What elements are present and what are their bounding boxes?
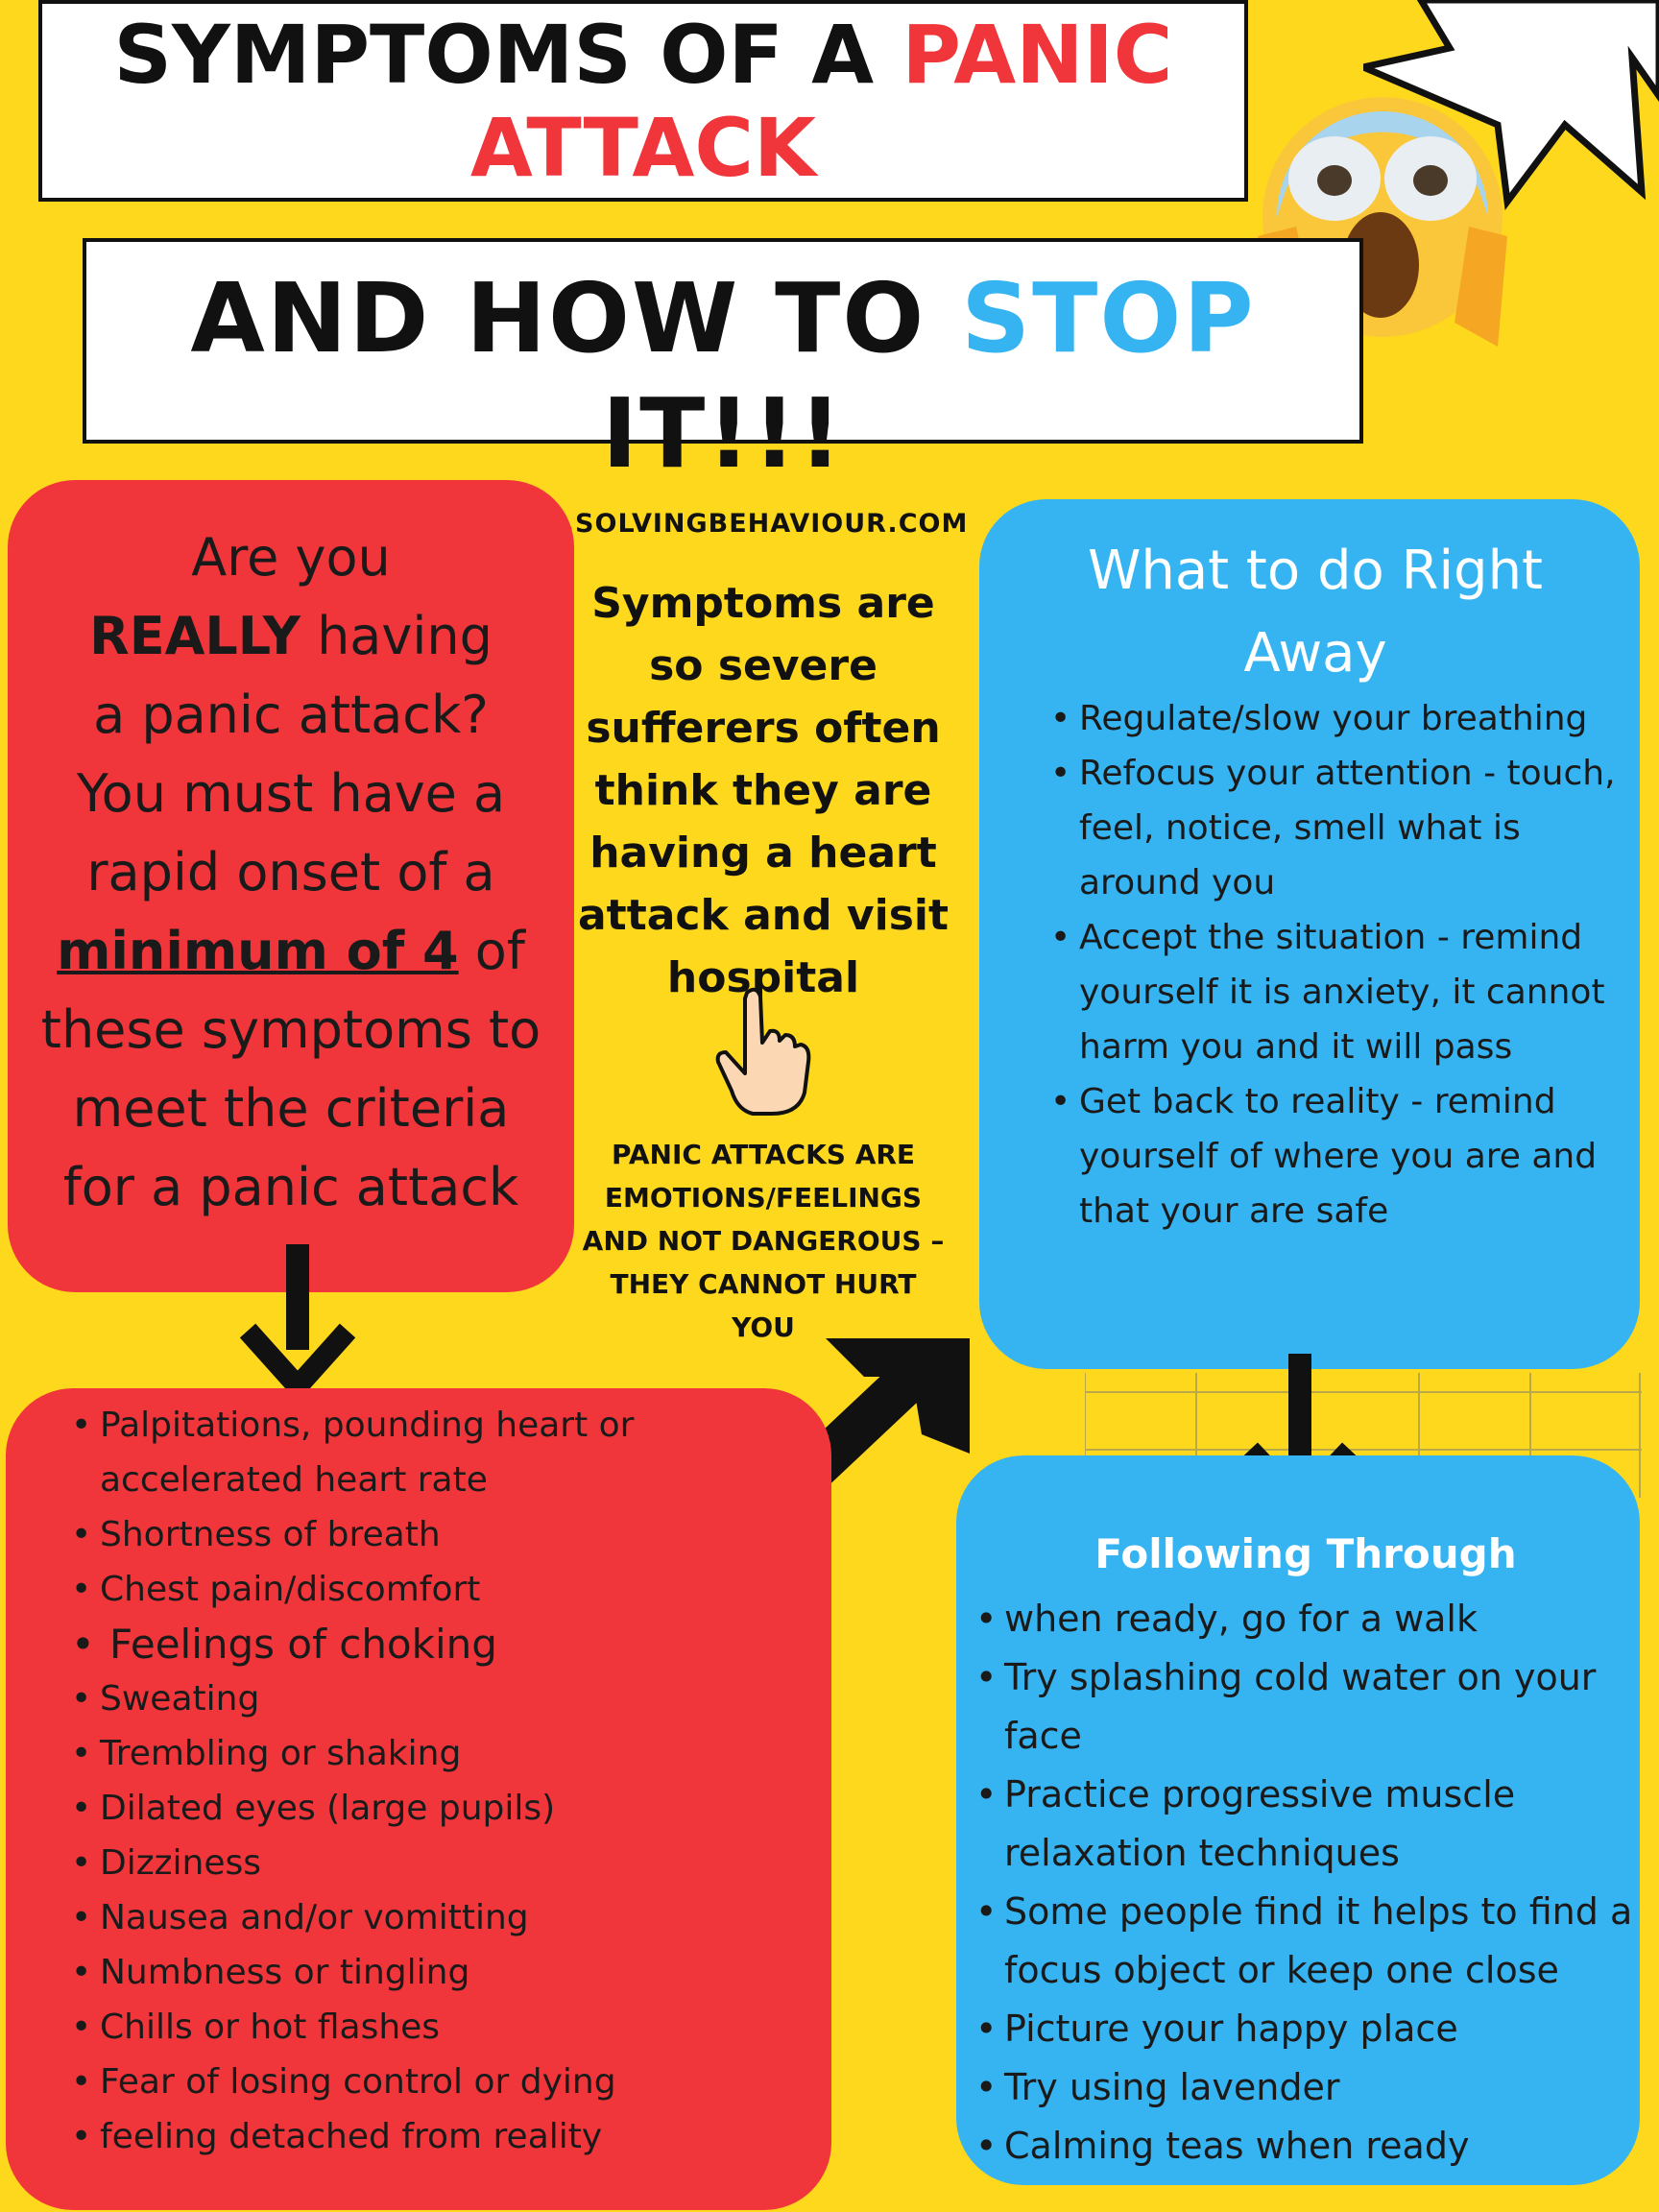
action-title: What to do Right Away bbox=[1087, 540, 1544, 685]
symptom-list: Palpitations, pounding heart or accelera… bbox=[67, 1398, 816, 2164]
criteria-line: REALLY having bbox=[36, 597, 545, 676]
list-item: Sweating bbox=[67, 1671, 816, 1726]
list-item: Fear of losing control or dying bbox=[67, 2055, 816, 2109]
list-item: Dilated eyes (large pupils) bbox=[67, 1781, 816, 1836]
list-item: Nausea and/or vomitting bbox=[67, 1890, 816, 1945]
list-item: Some people find it helps to find a focu… bbox=[972, 1883, 1644, 2000]
list-item: Chills or hot flashes bbox=[67, 2000, 816, 2055]
subtitle-accent: STOP bbox=[961, 262, 1256, 374]
list-item: Dizziness bbox=[67, 1836, 816, 1890]
list-item: feeling detached from reality bbox=[67, 2109, 816, 2164]
criteria-line: minimum of 4 of bbox=[36, 912, 545, 991]
list-item: Regulate/slow your breathing bbox=[1046, 691, 1623, 746]
middle-note: PANIC ATTACKS ARE EMOTIONS/FEELINGS AND … bbox=[582, 1139, 945, 1343]
list-item: when ready, go for a walk bbox=[972, 1590, 1644, 1648]
list-item: Try using lavender bbox=[972, 2058, 1644, 2117]
title-banner: SYMPTOMS OF A PANIC ATTACK bbox=[38, 0, 1248, 202]
list-item: Picture your happy place bbox=[972, 2000, 1644, 2058]
subtitle-banner: AND HOW TO STOP IT!!! WWW.SOLVINGBEHAVIO… bbox=[83, 238, 1363, 539]
criteria-emphasis: REALLY bbox=[89, 606, 301, 666]
title-line-2: ATTACK bbox=[469, 101, 817, 195]
arrow-down-icon bbox=[240, 1244, 355, 1407]
criteria-line: Are you bbox=[191, 527, 391, 588]
list-item: Practice progressive muscle relaxation t… bbox=[972, 1766, 1644, 1883]
list-item: Trembling or shaking bbox=[67, 1726, 816, 1781]
list-item: Numbness or tingling bbox=[67, 1945, 816, 2000]
list-item: Shortness of breath bbox=[67, 1507, 816, 1562]
subtitle-text: AND HOW TO STOP IT!!! bbox=[86, 261, 1359, 492]
subtitle-suffix: IT!!! bbox=[601, 377, 845, 490]
criteria-fragment: having bbox=[300, 606, 493, 666]
title-line-1: SYMPTOMS OF A PANIC bbox=[42, 8, 1244, 102]
criteria-line: for a panic attack bbox=[62, 1157, 519, 1217]
criteria-line: meet the criteria bbox=[72, 1078, 510, 1139]
list-item: Refocus your attention - touch, feel, no… bbox=[1046, 746, 1623, 910]
middle-callout: Symptoms are so severe sufferers often t… bbox=[577, 579, 949, 1002]
list-item: Accept the situation - remind yourself i… bbox=[1046, 910, 1623, 1074]
list-item: Feelings of choking bbox=[67, 1617, 816, 1671]
criteria-line: these symptoms to bbox=[40, 999, 541, 1060]
criteria-underline: minimum of 4 bbox=[57, 921, 459, 981]
criteria-fragment: of bbox=[458, 921, 525, 981]
follow-through-list: when ready, go for a walk Try splashing … bbox=[972, 1590, 1644, 2176]
list-item: Get back to reality - remind yourself of… bbox=[1046, 1074, 1623, 1238]
action-list: Regulate/slow your breathing Refocus you… bbox=[1046, 691, 1623, 1238]
criteria-panel: Are you REALLY having a panic attack? Yo… bbox=[8, 480, 574, 1292]
list-item: Palpitations, pounding heart or accelera… bbox=[67, 1398, 816, 1507]
criteria-line: You must have a bbox=[76, 763, 506, 824]
criteria-line: rapid onset of a bbox=[86, 842, 495, 902]
starburst-icon bbox=[1363, 0, 1659, 288]
list-item: Calming teas when ready bbox=[972, 2117, 1644, 2176]
title-prefix: SYMPTOMS OF A bbox=[113, 8, 902, 102]
pointing-hand-icon bbox=[710, 985, 816, 1119]
subtitle-prefix: AND HOW TO bbox=[190, 262, 962, 374]
list-item: Chest pain/discomfort bbox=[67, 1562, 816, 1617]
title-accent: PANIC bbox=[902, 8, 1173, 102]
criteria-text: Are you REALLY having a panic attack? Yo… bbox=[8, 480, 574, 1227]
criteria-line: a panic attack? bbox=[93, 685, 489, 745]
list-item: Try splashing cold water on your face bbox=[972, 1648, 1644, 1766]
follow-through-title: Following Through bbox=[1094, 1530, 1517, 1577]
